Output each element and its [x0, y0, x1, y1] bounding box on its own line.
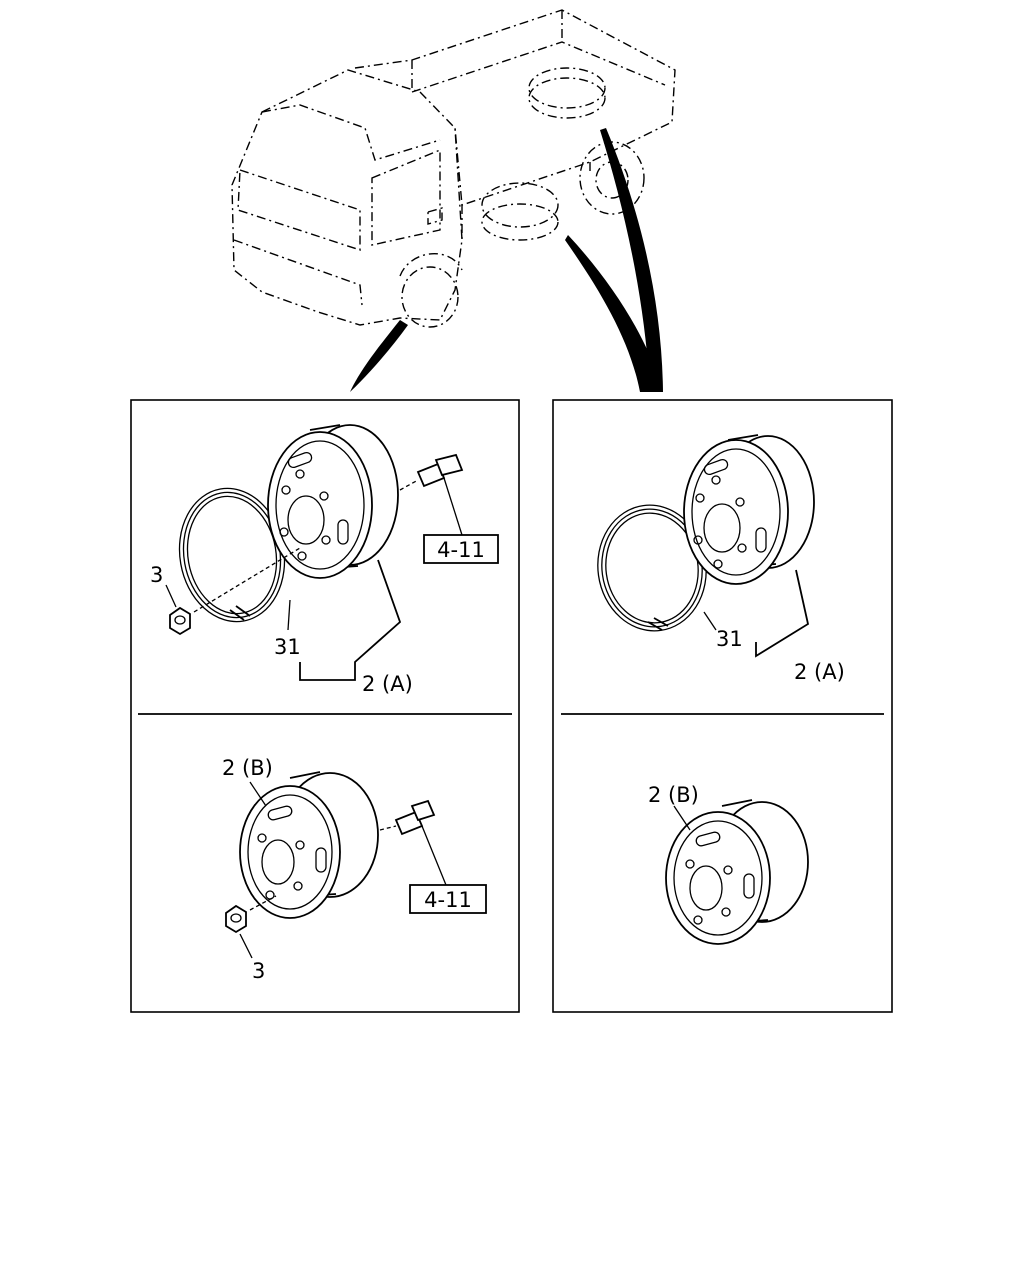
front-wheel-marker [401, 266, 459, 328]
wheel-disc-a [683, 434, 815, 585]
spare-wheel-marker [528, 67, 606, 109]
wheel-disc-a [267, 424, 399, 579]
ref-box [423, 534, 499, 564]
left-bottom-assembly: 2 (B) 4-11 3 [222, 756, 487, 983]
right-panel-frame [552, 399, 893, 1013]
rim-ring [178, 487, 286, 623]
label-ring: 31 [716, 627, 743, 651]
left-panel-frame [130, 399, 520, 1013]
label-nut: 3 [252, 959, 265, 983]
label-wheel-b: 2 (B) [648, 783, 699, 807]
label-ring: 31 [274, 635, 301, 659]
wheel-stud [416, 453, 464, 488]
label-ref: 4-11 [424, 888, 472, 912]
wheel-disc-b [665, 799, 809, 945]
label-ref: 4-11 [437, 538, 485, 562]
right-top-assembly: 31 2 (A) [597, 434, 845, 684]
pointer-spare-wheel [600, 128, 663, 392]
rear-wheel-marker [481, 182, 559, 228]
hub-nut [225, 904, 247, 934]
label-nut: 3 [150, 563, 163, 587]
wheel-disc-b [239, 771, 379, 919]
left-top-assembly: 3 31 2 (A) 4-11 [150, 424, 499, 696]
label-wheel-a: 2 (A) [362, 672, 413, 696]
right-bottom-assembly: 2 (B) [648, 783, 809, 945]
hub-nut [169, 606, 191, 636]
pointer-rear-wheel [565, 235, 662, 392]
truck-illustration [231, 9, 676, 328]
ref-box [409, 884, 487, 914]
wheel-stud [394, 799, 436, 836]
label-wheel-a: 2 (A) [794, 660, 845, 684]
pointer-front-wheel [350, 320, 408, 392]
label-wheel-b: 2 (B) [222, 756, 273, 780]
